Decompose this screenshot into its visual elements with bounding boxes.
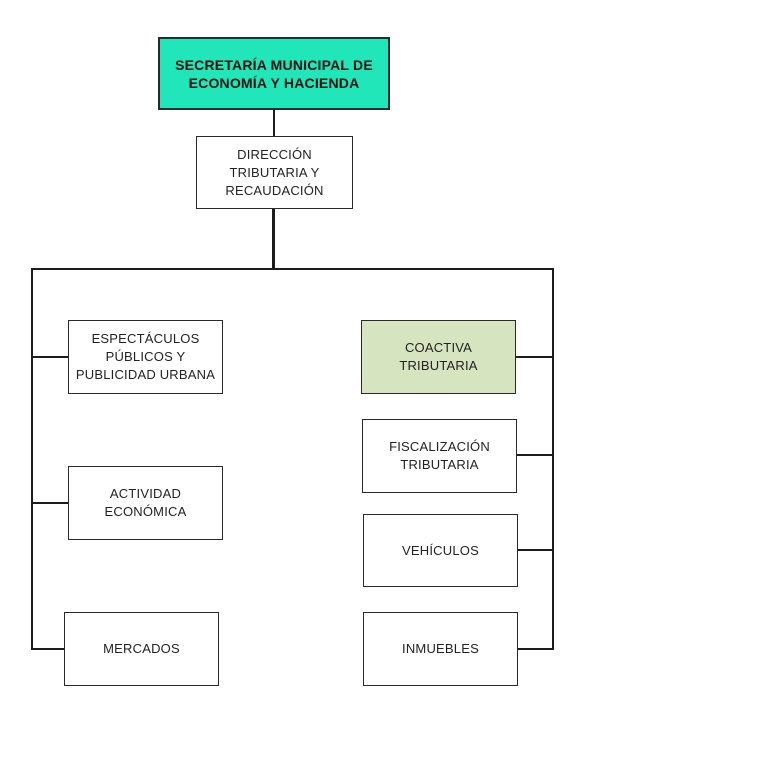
connector-right-branch-2 — [517, 454, 554, 456]
connector-left-trunk — [31, 268, 33, 649]
left-unit-label: ESPECTÁCULOS PÚBLICOS Y PUBLICIDAD URBAN… — [75, 331, 216, 382]
connector-right-trunk — [552, 268, 554, 649]
root-unit-label: SECRETARÍA MUNICIPAL DE ECONOMÍA Y HACIE… — [175, 56, 373, 91]
right-unit-label: VEHÍCULOS — [402, 542, 479, 558]
right-unit-box-vehiculos: VEHÍCULOS — [363, 514, 518, 587]
right-unit-label: COACTIVA TRIBUTARIA — [399, 340, 478, 373]
left-unit-box-actividad: ACTIVIDAD ECONÓMICA — [68, 466, 223, 540]
connector-horizontal-bus — [31, 268, 554, 270]
left-unit-box-espectaculos: ESPECTÁCULOS PÚBLICOS Y PUBLICIDAD URBAN… — [68, 320, 223, 394]
direction-unit-box: DIRECCIÓN TRIBUTARIA Y RECAUDACIÓN — [196, 136, 353, 209]
left-unit-box-mercados: MERCADOS — [64, 612, 219, 686]
right-unit-box-coactiva: COACTIVA TRIBUTARIA — [361, 320, 516, 394]
right-unit-box-inmuebles: INMUEBLES — [363, 612, 518, 686]
connector-root-to-direction — [273, 110, 275, 136]
connector-right-branch-3 — [518, 549, 554, 551]
direction-unit-label: DIRECCIÓN TRIBUTARIA Y RECAUDACIÓN — [225, 146, 324, 198]
right-unit-label: FISCALIZACIÓN TRIBUTARIA — [389, 439, 490, 472]
right-unit-box-fiscalizacion: FISCALIZACIÓN TRIBUTARIA — [362, 419, 517, 493]
connector-left-branch-2 — [31, 502, 68, 504]
right-unit-label: INMUEBLES — [402, 641, 479, 656]
root-unit-box: SECRETARÍA MUNICIPAL DE ECONOMÍA Y HACIE… — [158, 37, 390, 110]
connector-direction-to-bus — [272, 209, 275, 269]
connector-right-branch-1 — [516, 356, 554, 358]
connector-left-branch-3 — [31, 648, 64, 650]
connector-right-branch-4 — [518, 648, 554, 650]
left-unit-label: ACTIVIDAD ECONÓMICA — [104, 486, 187, 519]
connector-left-branch-1 — [31, 356, 68, 358]
left-unit-label: MERCADOS — [103, 641, 180, 656]
